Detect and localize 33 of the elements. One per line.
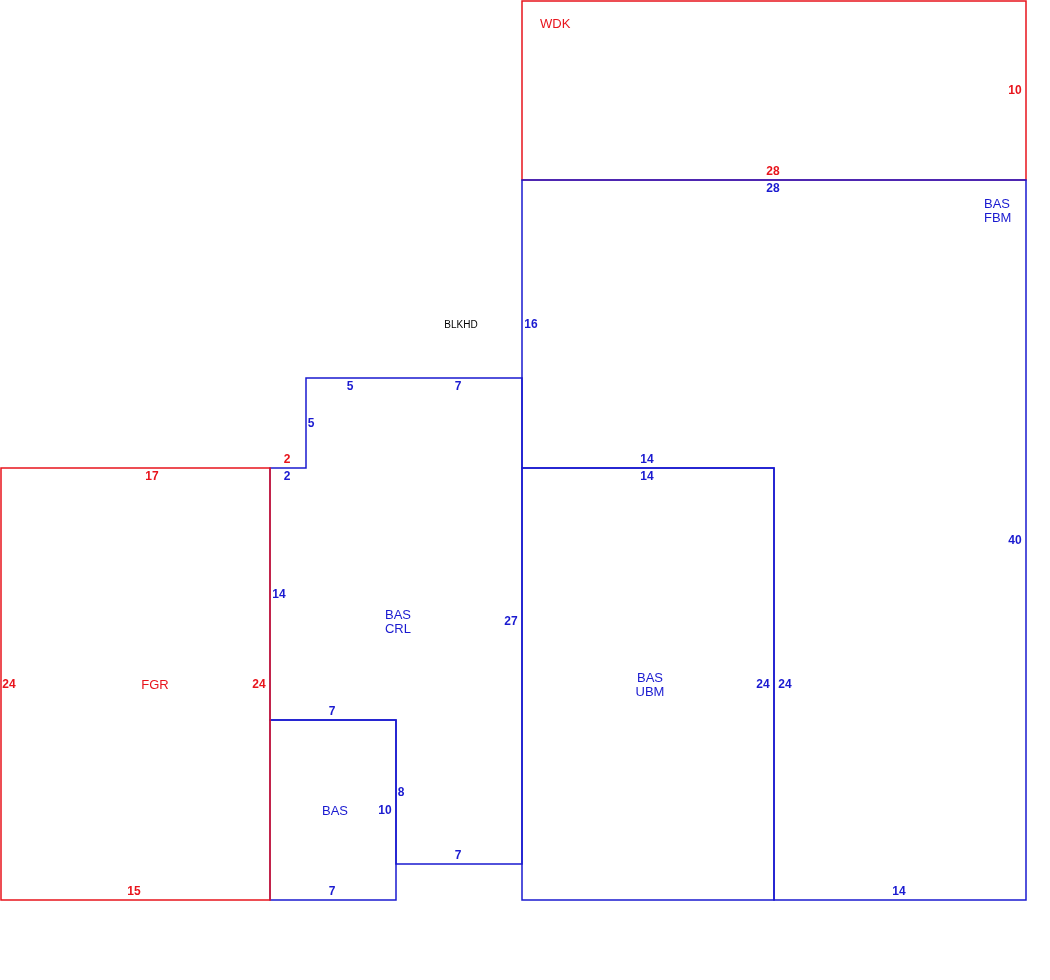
room-label: BAS bbox=[321, 804, 349, 818]
dimension-label: 2 bbox=[283, 453, 291, 465]
dimension-label: 10 bbox=[378, 804, 392, 816]
dimension-label: 28 bbox=[766, 182, 780, 194]
area-label: BLKHD bbox=[444, 320, 478, 330]
room-label: BAS CRL bbox=[384, 608, 412, 636]
dimension-label: 24 bbox=[778, 678, 792, 690]
dimension-label: 7 bbox=[328, 885, 336, 897]
dimension-label: 40 bbox=[1008, 534, 1022, 546]
room-label: WDK bbox=[540, 17, 572, 31]
dimension-label: 8 bbox=[397, 786, 405, 798]
room-label: BAS UBM bbox=[634, 671, 666, 699]
dimension-label: 5 bbox=[346, 380, 354, 392]
dimension-label: 24 bbox=[756, 678, 770, 690]
dimension-label: 17 bbox=[145, 470, 159, 482]
dimension-label: 14 bbox=[640, 453, 654, 465]
dimension-label: 14 bbox=[640, 470, 654, 482]
dimension-label: 5 bbox=[307, 417, 315, 429]
dimension-label: 7 bbox=[454, 849, 462, 861]
dimension-label: 24 bbox=[2, 678, 16, 690]
room-label: BAS FBM bbox=[984, 197, 1013, 225]
dimension-label: 2 bbox=[283, 470, 291, 482]
dimension-label: 24 bbox=[252, 678, 266, 690]
dimension-label: 28 bbox=[766, 165, 780, 177]
dimension-label: 10 bbox=[1008, 84, 1022, 96]
room-label: FGR bbox=[140, 678, 170, 692]
dimension-label: 7 bbox=[454, 380, 462, 392]
dimension-label: 16 bbox=[524, 318, 538, 330]
dimension-label: 14 bbox=[272, 588, 286, 600]
dimension-label: 7 bbox=[328, 705, 336, 717]
dimension-label: 15 bbox=[127, 885, 141, 897]
dimension-label: 27 bbox=[504, 615, 518, 627]
dimension-label: 14 bbox=[892, 885, 906, 897]
